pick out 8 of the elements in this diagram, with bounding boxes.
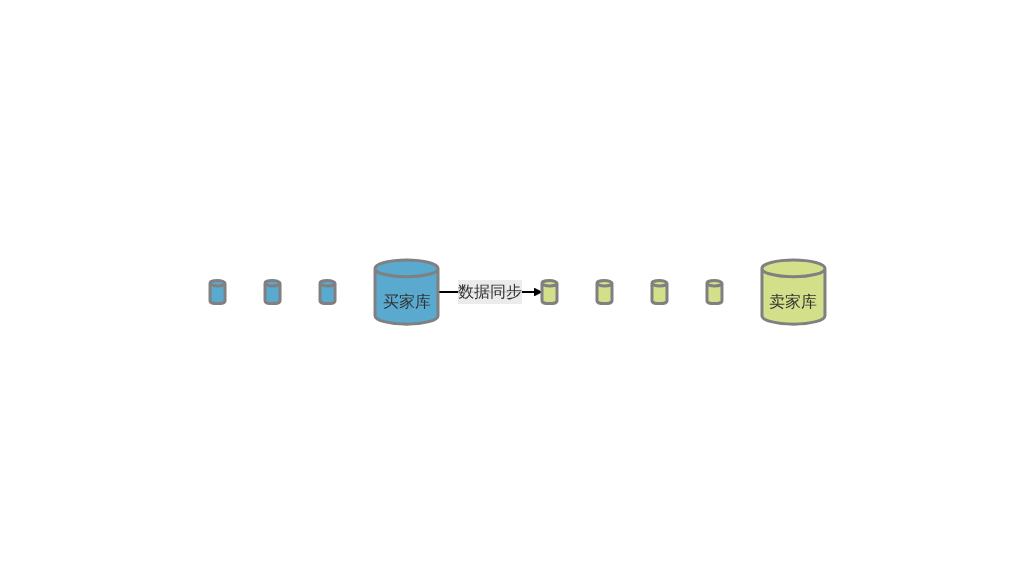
node-cylinder bbox=[705, 279, 723, 305]
node-cylinder bbox=[208, 279, 227, 305]
node-cylinder bbox=[540, 279, 558, 305]
node-cylinder bbox=[263, 279, 281, 305]
node-cylinder bbox=[595, 279, 613, 305]
node-cylinder bbox=[318, 279, 336, 305]
edge-label: 数据同步 bbox=[457, 282, 522, 301]
node-cylinder bbox=[650, 279, 668, 305]
